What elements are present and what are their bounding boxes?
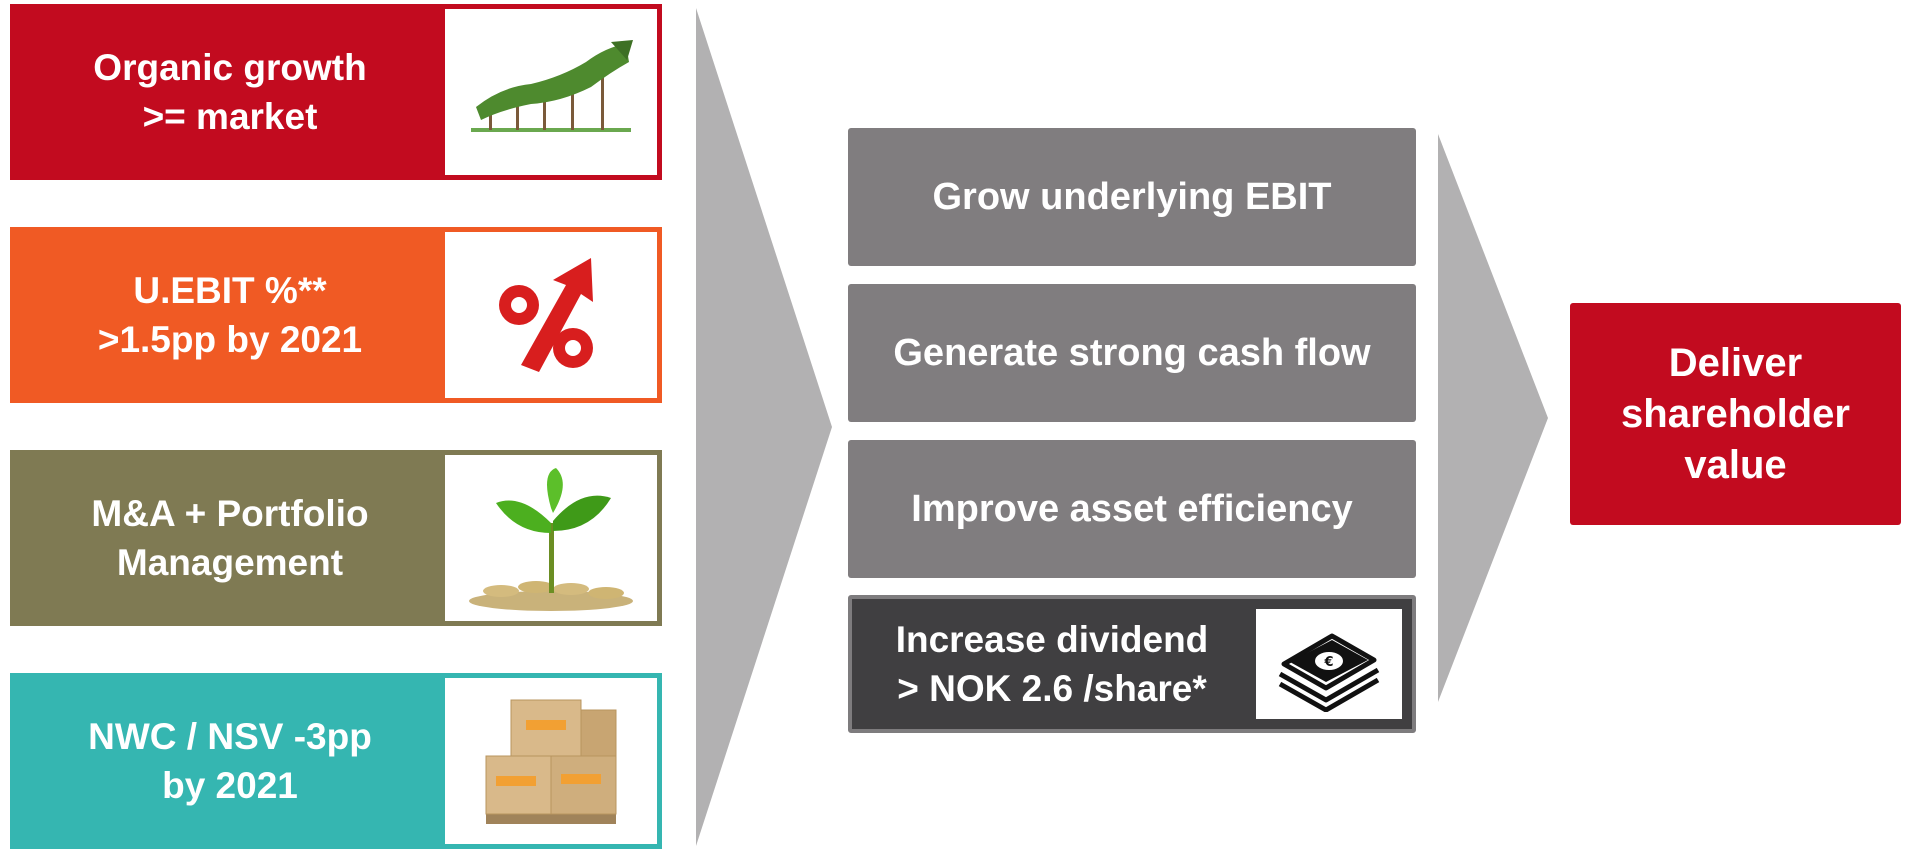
- svg-text:€: €: [1323, 655, 1333, 670]
- plant-coins-icon: [445, 455, 657, 621]
- lever-organic-growth: Organic growth >= market: [10, 4, 662, 180]
- goal-asset-efficiency: Improve asset efficiency: [848, 440, 1416, 578]
- goal-cash-flow: Generate strong cash flow: [848, 284, 1416, 422]
- goal-increase-dividend: Increase dividend > NOK 2.6 /share* €: [848, 595, 1416, 733]
- growing-trees-icon: [445, 9, 657, 175]
- lever-uebit: U.EBIT %** >1.5pp by 2021: [10, 227, 662, 403]
- outcome-shareholder-value: Deliver shareholder value: [1570, 303, 1901, 525]
- lever-organic-growth-label: Organic growth >= market: [15, 9, 445, 175]
- lever-nwc-nsv: NWC / NSV -3pp by 2021: [10, 673, 662, 849]
- goal-grow-ebit: Grow underlying EBIT: [848, 128, 1416, 266]
- lever-ma-portfolio-label: M&A + Portfolio Management: [15, 455, 445, 621]
- money-stack-icon: €: [1256, 609, 1402, 719]
- goal-increase-dividend-label: Increase dividend > NOK 2.6 /share*: [895, 619, 1209, 709]
- lever-ma-portfolio: M&A + Portfolio Management: [10, 450, 662, 626]
- arrow-chevron-right-shape: [1438, 134, 1548, 702]
- lever-uebit-label: U.EBIT %** >1.5pp by 2021: [15, 232, 445, 398]
- percent-arrow-icon: [445, 232, 657, 398]
- lever-nwc-nsv-label: NWC / NSV -3pp by 2021: [15, 678, 445, 844]
- arrow-chevron-left: [696, 8, 832, 846]
- arrow-chevron-left-shape: [696, 8, 832, 846]
- boxes-pallet-icon: [445, 678, 657, 844]
- arrow-chevron-right: [1438, 134, 1548, 702]
